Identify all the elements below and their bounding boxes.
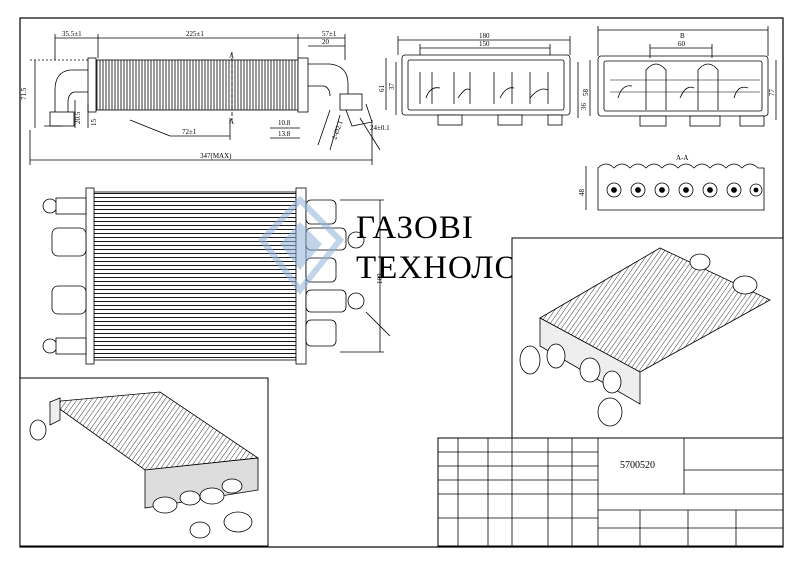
dim-35-5: 35.5±1 bbox=[62, 30, 82, 38]
plan-view-fin-block bbox=[93, 191, 297, 361]
plan-view bbox=[42, 187, 391, 365]
rear-view bbox=[589, 26, 777, 127]
front-view-dimension-labels: 180 150 61 37 36 bbox=[378, 32, 588, 110]
dim-48: 48 bbox=[578, 189, 586, 197]
section-title-a-a: A-A bbox=[676, 154, 688, 162]
dim-24: 24±0.1 bbox=[370, 124, 390, 132]
section-mark-a-top: A bbox=[229, 52, 234, 60]
isometric-view-left bbox=[29, 391, 260, 539]
dim-180: 180 bbox=[479, 32, 490, 40]
dim-71-5: 71.5 bbox=[20, 87, 28, 100]
dim-b: B bbox=[680, 32, 685, 40]
dim-36: 36 bbox=[580, 103, 588, 111]
side-view bbox=[29, 34, 381, 165]
section-mark-a-bottom: A bbox=[229, 118, 234, 126]
dim-347-max: 347(MAX) bbox=[200, 152, 232, 160]
isometric-view-right bbox=[519, 247, 771, 427]
dim-77: 77 bbox=[768, 89, 776, 97]
dim-20-5: 20.5 bbox=[74, 111, 82, 124]
side-view-fin-block bbox=[95, 59, 299, 111]
dim-57: 57±1 bbox=[322, 30, 337, 38]
dim-72: 72±1 bbox=[182, 128, 197, 136]
dim-15: 15 bbox=[90, 119, 98, 127]
dim-37: 37 bbox=[388, 83, 396, 91]
section-a-a bbox=[585, 163, 765, 211]
rear-view-dimension-labels: B 60 58 77 bbox=[582, 32, 776, 96]
front-view bbox=[385, 36, 579, 126]
dim-20: 20 bbox=[322, 38, 330, 46]
title-block bbox=[437, 437, 784, 547]
dim-60: 60 bbox=[678, 40, 686, 48]
dim-2-holes: 2-Ø2.1 bbox=[330, 119, 344, 141]
watermark-line-1: ГАЗОВІ bbox=[356, 210, 474, 246]
dim-10-8: 10.8 bbox=[278, 119, 291, 127]
dim-150: 150 bbox=[479, 40, 490, 48]
side-view-dimension-labels: 35.5±1 225±1 57±1 20 71.5 20.5 15 72±1 1… bbox=[20, 30, 390, 160]
dim-169: 169 bbox=[376, 273, 384, 284]
dim-13-8: 13.8 bbox=[278, 130, 291, 138]
dim-61: 61 bbox=[378, 85, 386, 93]
flame-icon bbox=[258, 195, 345, 295]
dim-225: 225±1 bbox=[186, 30, 204, 38]
dim-58: 58 bbox=[582, 89, 590, 97]
part-number: 5700520 bbox=[620, 460, 655, 471]
